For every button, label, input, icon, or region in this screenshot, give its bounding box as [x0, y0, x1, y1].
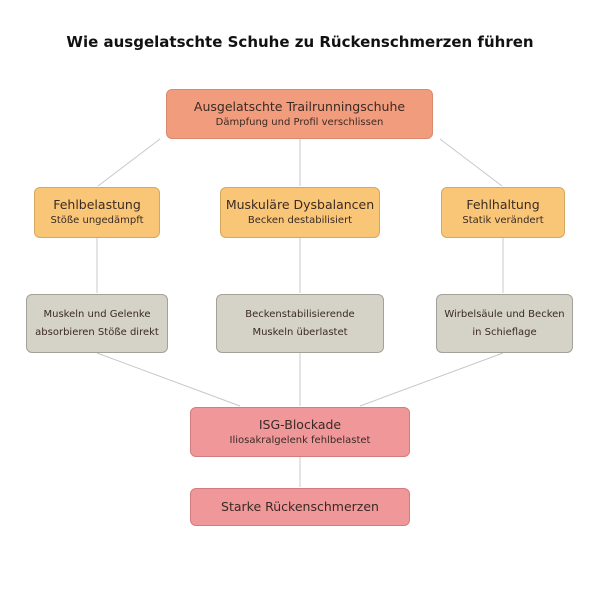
node-schmerz-title: Starke Rückenschmerzen	[221, 498, 379, 514]
edge-root-fehlbelastung	[97, 138, 161, 187]
node-isg-subtitle: Iliosakralgelenk fehlbelastet	[229, 434, 371, 446]
edge-muskeln-isg	[96, 352, 241, 407]
edge-root-fehlhaltung	[439, 138, 503, 187]
node-muskeln-line1: Muskeln und Gelenke	[43, 309, 151, 320]
node-dysbalancen: Muskuläre Dysbalancen Becken destabilisi…	[220, 187, 380, 238]
node-fehlhaltung-title: Fehlhaltung	[466, 197, 540, 213]
node-isg-title: ISG-Blockade	[258, 416, 342, 432]
node-isg: ISG-Blockade Iliosakralgelenk fehlbelast…	[190, 407, 410, 457]
node-fehlhaltung: Fehlhaltung Statik verändert	[441, 187, 565, 238]
node-wirbel-line1: Wirbelsäule und Becken	[444, 309, 565, 320]
node-becken: Beckenstabilisierende Muskeln überlastet	[216, 294, 384, 353]
node-muskeln: Muskeln und Gelenke absorbieren Stöße di…	[26, 294, 168, 353]
node-dysbalancen-title: Muskuläre Dysbalancen	[225, 197, 375, 213]
node-dysbalancen-subtitle: Becken destabilisiert	[247, 215, 353, 227]
edge-wirbel-isg	[359, 352, 504, 407]
node-schmerz: Starke Rückenschmerzen	[190, 488, 410, 526]
node-fehlbelastung-subtitle: Stöße ungedämpft	[50, 215, 144, 227]
node-wirbel-line2: in Schieflage	[472, 326, 537, 338]
node-root-subtitle: Dämpfung und Profil verschlissen	[215, 116, 384, 128]
node-muskeln-line2: absorbieren Stöße direkt	[35, 326, 159, 338]
node-becken-line2: Muskeln überlastet	[252, 326, 348, 338]
node-fehlbelastung: Fehlbelastung Stöße ungedämpft	[34, 187, 160, 238]
node-root-title: Ausgelatschte Trailrunningschuhe	[193, 98, 406, 114]
node-wirbel: Wirbelsäule und Becken in Schieflage	[436, 294, 573, 353]
diagram-title: Wie ausgelatschte Schuhe zu Rückenschmer…	[66, 33, 534, 51]
node-becken-line1: Beckenstabilisierende	[245, 309, 355, 320]
node-fehlbelastung-title: Fehlbelastung	[53, 197, 141, 213]
node-root: Ausgelatschte Trailrunningschuhe Dämpfun…	[166, 89, 433, 139]
node-fehlhaltung-subtitle: Statik verändert	[462, 215, 544, 227]
